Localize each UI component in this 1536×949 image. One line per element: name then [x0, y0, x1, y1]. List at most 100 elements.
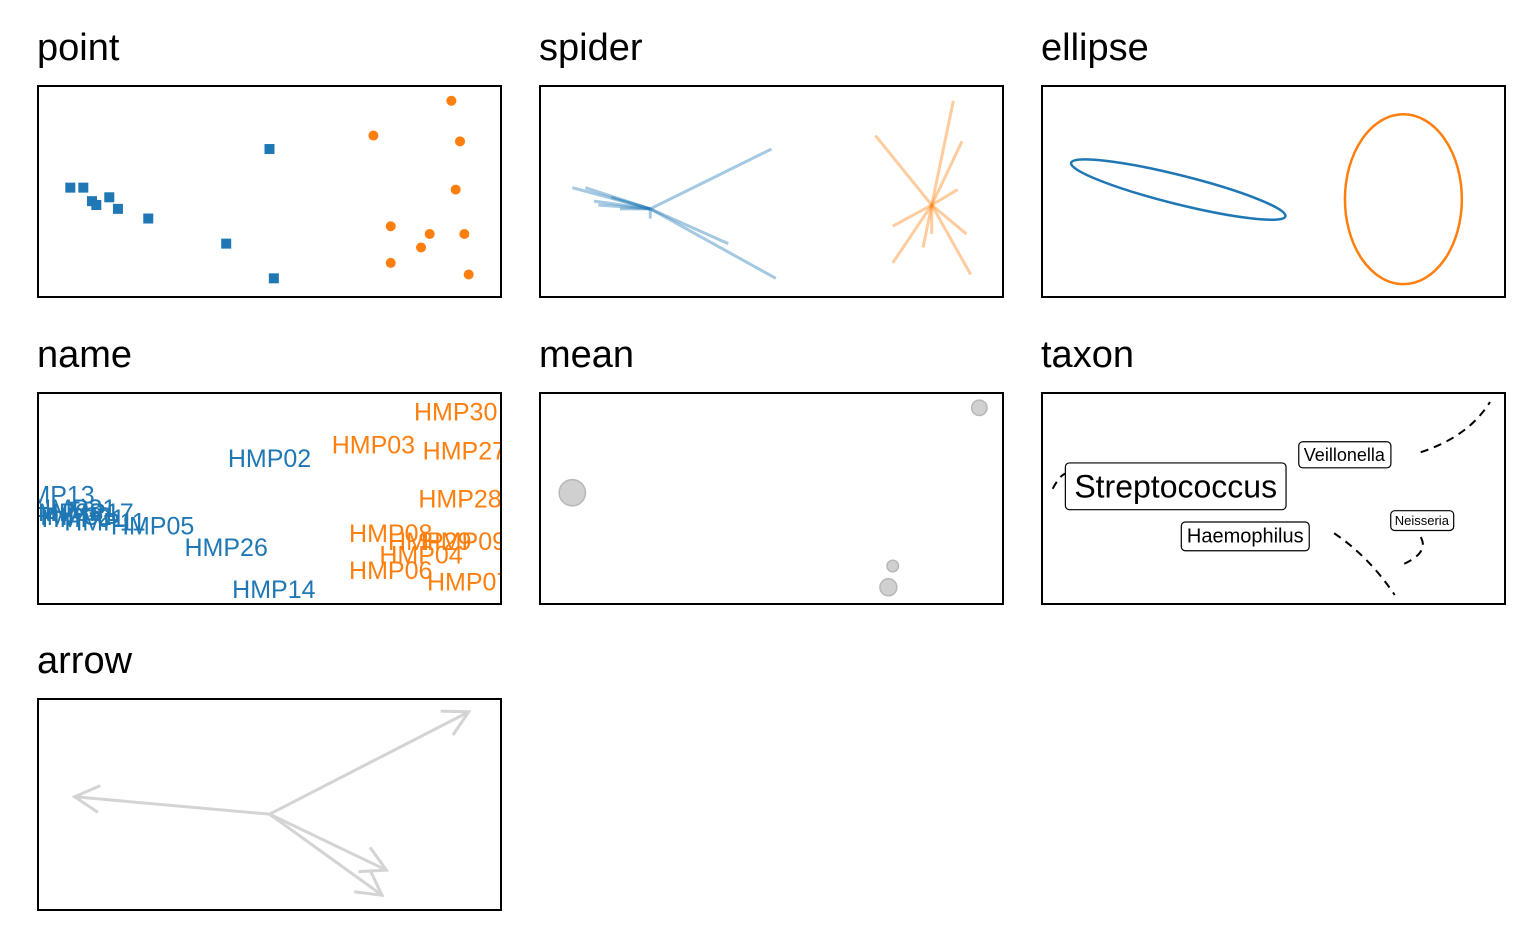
title-mean: mean: [539, 334, 635, 376]
spider-leg-0-7: [649, 207, 729, 245]
plot-point: [65, 95, 474, 284]
spider-leg-1-1: [874, 134, 933, 206]
title-name: name: [37, 334, 133, 376]
spider-leg-0-0: [571, 186, 651, 211]
spider-leg-1-7: [921, 204, 934, 248]
point-marker-0-7: [221, 238, 232, 249]
taxon-label-text-3: Neisseria: [1395, 513, 1450, 528]
ellipse-1: [1343, 113, 1464, 286]
name-label-1-0: HMP30: [414, 399, 497, 427]
plot-spider: [571, 100, 972, 280]
point-marker-0-0: [65, 182, 76, 193]
name-label-1-2: HMP27: [423, 437, 500, 465]
taxon-label-text-2: Haemophilus: [1187, 525, 1304, 547]
taxon-label-2: Haemophilus: [1180, 521, 1310, 552]
name-label-0-7: HMP05: [111, 513, 194, 541]
spider-leg-0-9: [649, 207, 777, 280]
title-ellipse: ellipse: [1041, 27, 1149, 69]
arrow-head-2: [358, 846, 390, 874]
taxon-connector-3: [1402, 536, 1424, 566]
name-label-1-9: HMP07: [427, 568, 500, 596]
arrow-shaft-3: [268, 812, 383, 897]
name-label-0-1: HMP31: [39, 495, 116, 523]
spider-leg-0-4: [610, 195, 651, 211]
name-label-1-8: HMP06: [349, 557, 432, 585]
point-marker-1-8: [385, 257, 396, 268]
name-label-0-3: HMP32: [39, 503, 112, 531]
taxon-label-box-2: [1180, 521, 1310, 552]
title-arrow: arrow: [37, 640, 133, 682]
taxon-label-box-1: [1298, 441, 1392, 469]
panel-mean: [539, 392, 1004, 605]
taxon-label-1: Veillonella: [1298, 441, 1392, 469]
mean-point-0-3: [879, 578, 898, 597]
point-marker-1-5: [424, 228, 435, 239]
plot-mean: [558, 399, 988, 597]
taxon-label-box-0: [1064, 462, 1287, 511]
mean-point-0-0: [970, 399, 988, 417]
plot-name: HMP13HMP31HMP33HMP32HMP17HMP01HMP11HMP05…: [39, 399, 500, 603]
mean-point-0-2: [886, 559, 900, 573]
plot-arrow: [71, 709, 472, 898]
point-marker-1-3: [450, 184, 461, 195]
point-marker-0-1: [78, 182, 89, 193]
point-marker-1-4: [385, 221, 396, 232]
point-marker-0-9: [268, 273, 279, 284]
name-label-0-8: HMP26: [185, 534, 268, 562]
plot-ellipse: [1069, 113, 1464, 286]
title-point: point: [37, 27, 120, 69]
panel-spider: [539, 85, 1004, 298]
name-label-0-9: HMP02: [228, 445, 311, 473]
name-label-1-6: HMP09: [423, 528, 500, 556]
spider-leg-1-8: [891, 204, 933, 264]
arrow-shaft-2: [268, 812, 388, 872]
point-marker-1-6: [459, 228, 470, 239]
spider-leg-0-1: [584, 186, 651, 211]
arrow-head-3: [354, 869, 385, 898]
name-label-0-6: HMP11: [64, 509, 146, 537]
point-marker-1-7: [416, 242, 427, 253]
name-label-0-0: HMP13: [39, 482, 95, 510]
taxon-connector-1: [1420, 401, 1491, 454]
point-marker-1-0: [446, 95, 457, 106]
spider-leg-1-9: [930, 204, 972, 276]
arrow-head-1: [71, 784, 101, 814]
spider-leg-0-3: [598, 203, 651, 211]
spider-leg-1-2: [930, 140, 964, 206]
spider-leg-1-6: [930, 203, 968, 236]
name-label-0-10: HMP14: [232, 576, 315, 603]
point-marker-0-5: [112, 203, 123, 214]
spider-leg-1-4: [892, 203, 933, 228]
name-label-1-7: HMP04: [379, 541, 462, 569]
taxon-connector-2: [1333, 532, 1396, 596]
point-marker-1-1: [368, 130, 379, 141]
title-taxon: taxon: [1041, 334, 1134, 376]
title-spider: spider: [539, 27, 643, 69]
point-marker-1-9: [463, 269, 474, 280]
point-marker-0-3: [91, 200, 102, 211]
spider-leg-1-3: [930, 188, 959, 207]
ellipse-0: [1069, 158, 1287, 221]
mean-point-0-1: [558, 478, 587, 507]
point-marker-0-6: [143, 213, 154, 224]
spider-leg-0-8: [649, 147, 773, 211]
taxon-label-text-0: Streptococcus: [1074, 468, 1277, 504]
panel-name: HMP13HMP31HMP33HMP32HMP17HMP01HMP11HMP05…: [37, 392, 502, 605]
name-label-0-5: HMP01: [42, 505, 125, 533]
name-label-1-4: HMP08: [349, 520, 432, 548]
point-marker-1-2: [455, 136, 466, 147]
name-label-1-1: HMP03: [332, 431, 415, 459]
point-marker-0-8: [264, 144, 275, 155]
arrow-head-0: [440, 709, 472, 736]
panel-point: [37, 85, 502, 298]
spider-leg-1-0: [930, 100, 955, 206]
name-label-0-2: HMP33: [39, 499, 103, 527]
taxon-label-0: Streptococcus: [1064, 462, 1287, 511]
name-label-1-5: HMP29: [388, 528, 471, 556]
name-label-1-3: HMP28: [418, 486, 500, 514]
spider-leg-0-2: [593, 199, 651, 211]
taxon-label-3: Neisseria: [1390, 510, 1455, 532]
panel-arrow: [37, 698, 502, 911]
